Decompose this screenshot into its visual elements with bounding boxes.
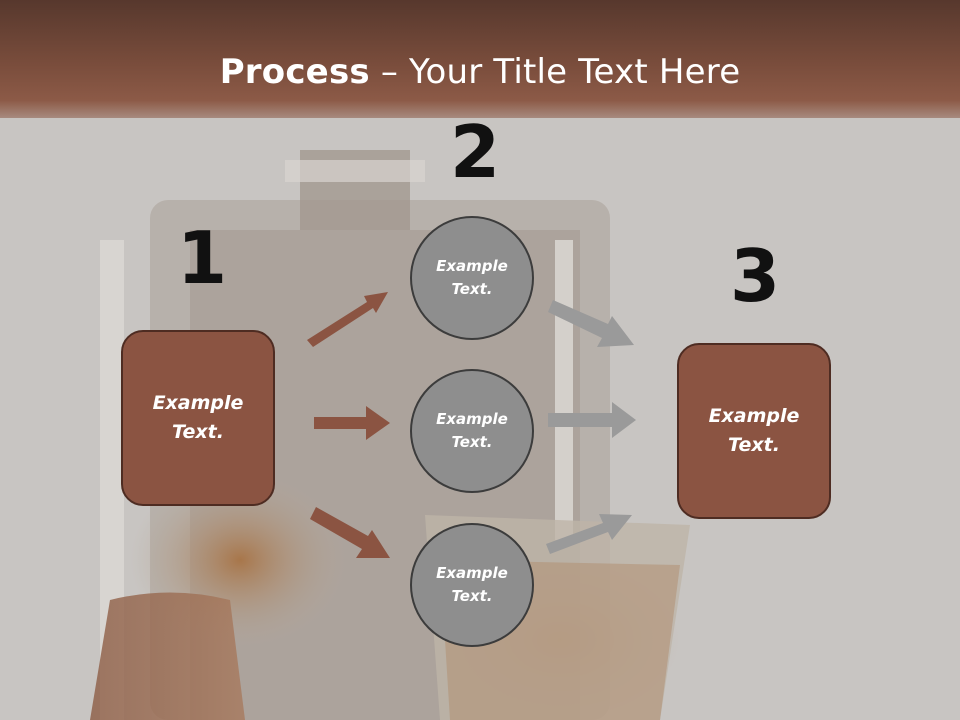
circle-middle-line2: Text.: [451, 433, 493, 451]
step-3-box-line2: Text.: [728, 434, 780, 456]
circle-top-line2: Text.: [451, 280, 493, 298]
step-number-1: 1: [177, 216, 228, 300]
step-1-box-line2: Text.: [172, 421, 224, 443]
step-number-3: 3: [730, 234, 781, 318]
step-2-circle-middle: Example Text.: [410, 369, 534, 493]
header-bar: [0, 0, 960, 118]
arrow-box1-to-circle2: [314, 406, 390, 440]
arrow-circle1-to-box3: [548, 300, 634, 347]
circle-bottom-line1: Example: [436, 564, 508, 582]
arrow-box1-to-circle3: [310, 507, 390, 558]
circle-bottom-line2: Text.: [451, 587, 493, 605]
slide-title: Process – Your Title Text Here: [0, 52, 960, 92]
step-2-circle-top: Example Text.: [410, 216, 534, 340]
arrow-box1-to-circle1: [307, 292, 388, 347]
circle-top-line1: Example: [436, 257, 508, 275]
arrow-circle3-to-box3: [546, 514, 632, 554]
step-3-box-line1: Example: [708, 405, 800, 427]
step-2-circle-bottom: Example Text.: [410, 523, 534, 647]
title-rest: – Your Title Text Here: [369, 52, 741, 92]
circle-middle-line1: Example: [436, 410, 508, 428]
title-bold: Process: [219, 52, 370, 92]
step-3-box: Example Text.: [677, 343, 831, 519]
step-1-box: Example Text.: [121, 330, 275, 506]
step-1-box-line1: Example: [152, 392, 244, 414]
arrow-circle2-to-box3: [548, 402, 636, 438]
step-number-2: 2: [450, 110, 501, 194]
